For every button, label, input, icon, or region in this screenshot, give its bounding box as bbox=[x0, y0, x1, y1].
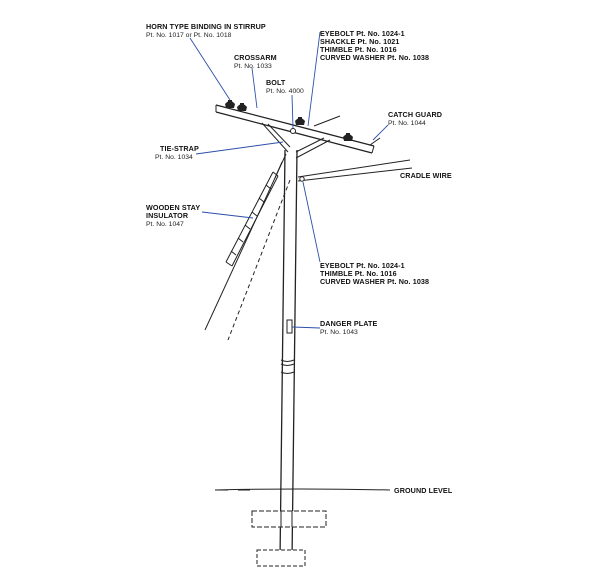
label-cradle-wire-title: CRADLE WIRE bbox=[400, 171, 452, 180]
label-danger-plate-part: Pt. No. 1043 bbox=[320, 329, 358, 336]
leader-lines bbox=[189, 31, 389, 329]
insulator-right bbox=[343, 133, 353, 141]
danger-plate bbox=[286, 319, 293, 334]
label-crossarm: CROSSARM Pt. No. 1033 bbox=[234, 53, 277, 70]
label-eyebolt-top-line2: SHACKLE Pt. No. 1021 bbox=[320, 37, 399, 46]
label-tie-strap-part: Pt. No. 1034 bbox=[155, 154, 193, 161]
stay-wire bbox=[204, 153, 291, 341]
label-crossarm-part: Pt. No. 1033 bbox=[234, 63, 272, 70]
label-eyebolt-bottom: EYEBOLT Pt. No. 1024-1 THIMBLE Pt. No. 1… bbox=[320, 261, 429, 286]
label-bolt: BOLT Pt. No. 4000 bbox=[266, 78, 304, 95]
label-eyebolt-top-line3: THIMBLE Pt. No. 1016 bbox=[320, 45, 397, 54]
label-stay-insulator-line1: WOODEN STAY bbox=[146, 203, 200, 212]
label-horn-binding-title: HORN TYPE BINDING IN STIRRUP bbox=[146, 22, 266, 31]
insulator-middle bbox=[237, 103, 247, 111]
label-stay-insulator-part: Pt. No. 1047 bbox=[146, 221, 184, 228]
label-eyebolt-bottom-line1: EYEBOLT Pt. No. 1024-1 bbox=[320, 261, 405, 270]
catch-guard bbox=[313, 115, 381, 146]
label-bolt-title: BOLT bbox=[266, 78, 286, 87]
crossarm-assembly bbox=[215, 104, 375, 159]
pole-base-block bbox=[251, 510, 327, 567]
label-catch-guard: CATCH GUARD Pt. No. 1044 bbox=[388, 110, 442, 127]
label-eyebolt-top: EYEBOLT Pt. No. 1024-1 SHACKLE Pt. No. 1… bbox=[320, 29, 429, 62]
label-cradle-wire: CRADLE WIRE bbox=[400, 171, 452, 180]
label-stay-insulator: WOODEN STAY INSULATOR Pt. No. 1047 bbox=[146, 203, 200, 228]
label-stay-insulator-line2: INSULATOR bbox=[146, 211, 189, 220]
insulator-left bbox=[225, 100, 235, 108]
label-catch-guard-title: CATCH GUARD bbox=[388, 110, 442, 119]
label-crossarm-title: CROSSARM bbox=[234, 53, 277, 62]
label-eyebolt-top-line1: EYEBOLT Pt. No. 1024-1 bbox=[320, 29, 405, 38]
label-tie-strap: TIE-STRAP Pt. No. 1034 bbox=[155, 144, 199, 161]
label-eyebolt-bottom-line2: THIMBLE Pt. No. 1016 bbox=[320, 269, 397, 278]
label-ground-level: GROUND LEVEL bbox=[394, 486, 453, 495]
label-horn-binding: HORN TYPE BINDING IN STIRRUP Pt. No. 101… bbox=[146, 22, 266, 39]
pole bbox=[279, 149, 298, 561]
label-bolt-part: Pt. No. 4000 bbox=[266, 88, 304, 95]
cradle-wire bbox=[297, 159, 413, 182]
label-eyebolt-bottom-line3: CURVED WASHER Pt. No. 1038 bbox=[320, 277, 429, 286]
label-eyebolt-top-line4: CURVED WASHER Pt. No. 1038 bbox=[320, 53, 429, 62]
label-ground-level-title: GROUND LEVEL bbox=[394, 486, 453, 495]
label-catch-guard-part: Pt. No. 1044 bbox=[388, 120, 426, 127]
label-tie-strap-title: TIE-STRAP bbox=[160, 144, 199, 153]
ground-line bbox=[214, 488, 391, 491]
label-horn-binding-part: Pt. No. 1017 or Pt. No. 1018 bbox=[146, 32, 232, 39]
insulator-top bbox=[295, 117, 305, 125]
label-danger-plate: DANGER PLATE Pt. No. 1043 bbox=[320, 319, 377, 336]
label-danger-plate-title: DANGER PLATE bbox=[320, 319, 377, 328]
